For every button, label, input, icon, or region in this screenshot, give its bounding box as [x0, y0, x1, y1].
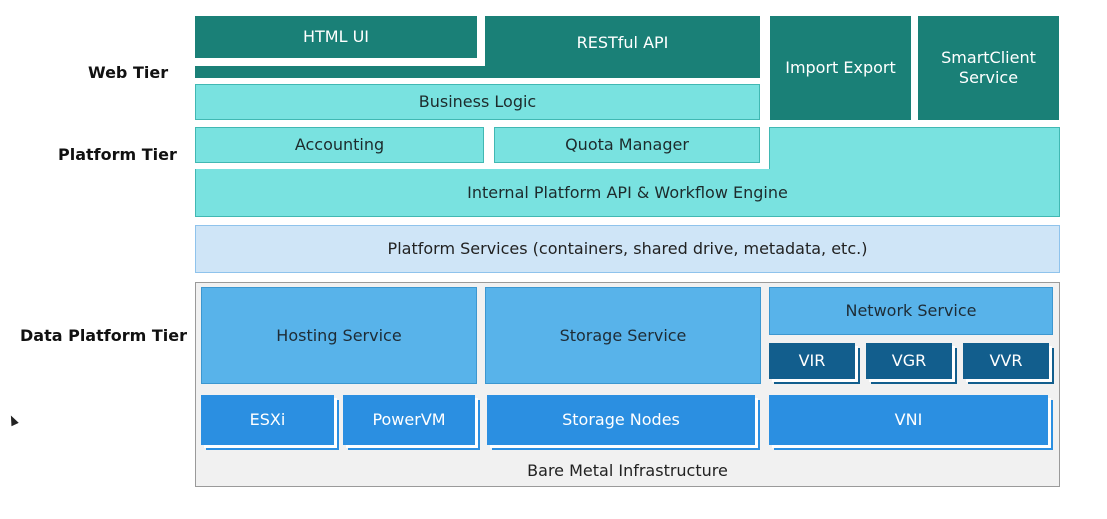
business-logic-label: Business Logic: [418, 92, 537, 111]
storage-nodes-box: Storage Nodes: [487, 395, 755, 445]
internal-platform-api-extension: [769, 127, 1060, 172]
esxi-box: ESXi: [201, 395, 334, 445]
storage-service-label: Storage Service: [559, 325, 687, 345]
platform-services-label: Platform Services (containers, shared dr…: [387, 239, 868, 258]
business-logic-box: Business Logic: [195, 84, 760, 120]
platform-tier-label: Platform Tier: [58, 145, 177, 164]
hosting-service-label: Hosting Service: [276, 325, 402, 345]
vir-box: VIR: [769, 343, 855, 379]
data-platform-tier-label: Data Platform Tier: [20, 326, 187, 345]
powervm-label: PowerVM: [372, 410, 446, 429]
storage-nodes-label: Storage Nodes: [562, 410, 680, 429]
accounting-label: Accounting: [294, 135, 385, 154]
restful-api-label: RESTful API: [576, 33, 669, 52]
internal-platform-api-label: Internal Platform API & Workflow Engine: [467, 182, 788, 202]
vvr-box: VVR: [963, 343, 1049, 379]
vni-label: VNI: [894, 410, 923, 429]
platform-services-box: Platform Services (containers, shared dr…: [195, 225, 1060, 273]
vir-label: VIR: [798, 351, 826, 370]
restful-api-box: RESTful API: [485, 16, 760, 78]
import-export-box: Import Export: [770, 16, 911, 120]
vgr-label: VGR: [891, 351, 927, 370]
internal-platform-api-box: Internal Platform API & Workflow Engine: [195, 169, 1060, 217]
network-service-label: Network Service: [845, 301, 977, 320]
vni-box: VNI: [769, 395, 1048, 445]
quota-manager-box: Quota Manager: [494, 127, 760, 163]
vvr-label: VVR: [989, 351, 1023, 370]
html-ui-label: HTML UI: [302, 27, 370, 46]
bare-metal-label-row: Bare Metal Infrastructure: [195, 458, 1060, 484]
vgr-box: VGR: [866, 343, 952, 379]
storage-service-box: Storage Service: [485, 287, 761, 384]
powervm-box: PowerVM: [343, 395, 475, 445]
accounting-box: Accounting: [195, 127, 484, 163]
bare-metal-label: Bare Metal Infrastructure: [527, 461, 728, 480]
quota-manager-label: Quota Manager: [565, 135, 689, 154]
smartclient-service-label: SmartClient Service: [941, 48, 1036, 87]
esxi-label: ESXi: [249, 410, 286, 429]
hosting-service-box: Hosting Service: [201, 287, 477, 384]
web-tier-label: Web Tier: [88, 63, 169, 82]
smartclient-service-box: SmartClient Service: [918, 16, 1059, 120]
network-service-box: Network Service: [769, 287, 1053, 335]
mouse-cursor-icon: [7, 413, 19, 427]
html-ui-box: HTML UI: [195, 16, 477, 58]
import-export-label: Import Export: [785, 58, 896, 77]
